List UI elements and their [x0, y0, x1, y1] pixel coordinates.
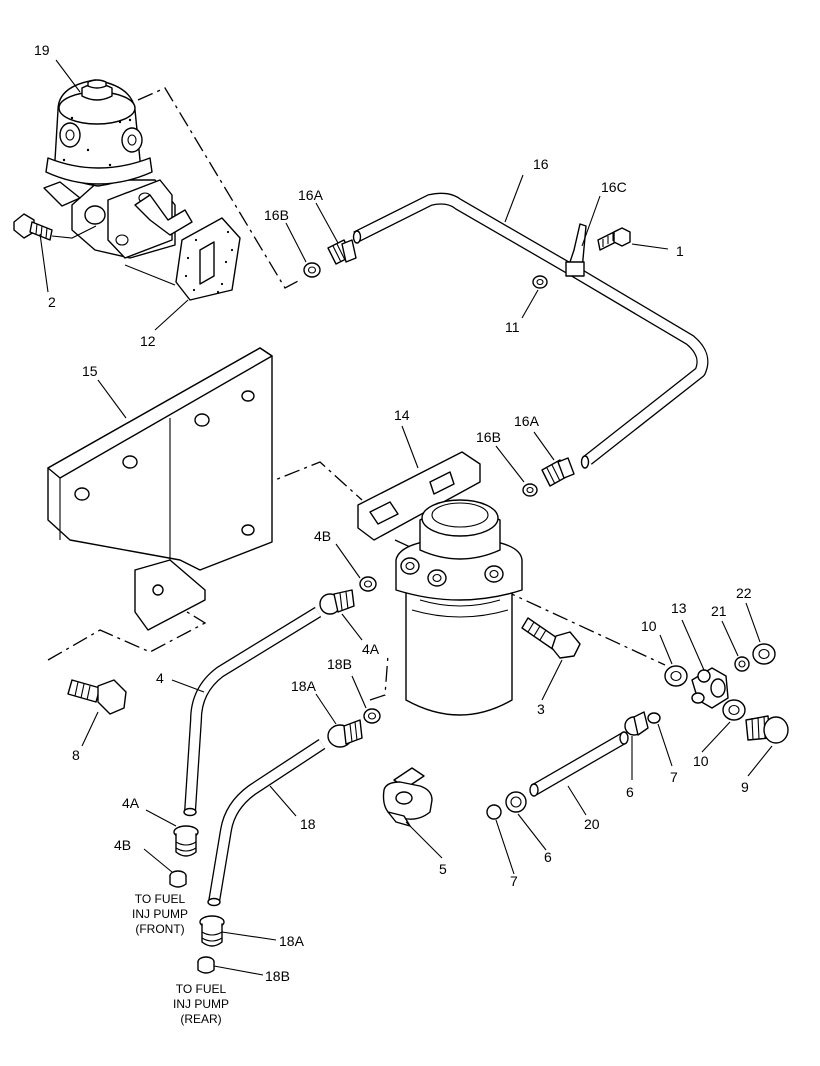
- callout-2: 2: [48, 294, 56, 310]
- callout-5: 5: [439, 861, 447, 877]
- part-2-bolt: [13, 213, 97, 241]
- part-16b-sleeve-mid: [522, 483, 538, 497]
- callout-16: 16: [533, 156, 549, 172]
- callout-12: 12: [140, 333, 156, 349]
- callout-16b: 16B: [264, 207, 289, 223]
- part-16a-fitting-top: [327, 239, 357, 265]
- callout-16c: 16C: [601, 179, 627, 195]
- note-to-fuel-inj-pump-rear: TO FUEL INJ PUMP (REAR): [173, 982, 229, 1026]
- part-13-tee-fitting: [691, 667, 729, 709]
- part-15-mounting-bracket: [47, 347, 273, 631]
- callout-leaders: [39, 59, 773, 976]
- callout-22: 22: [736, 585, 752, 601]
- part-16b-sleeve-top: [303, 262, 321, 278]
- callout-labels: 19 2 12 16 16A 16B 16C 1 11 15 14 16A 16…: [34, 42, 752, 984]
- callout-8: 8: [72, 747, 80, 763]
- note-to-fuel-inj-pump-front: TO FUEL INJ PUMP (FRONT): [132, 892, 188, 936]
- callout-18: 18: [300, 816, 316, 832]
- callout-11: 11: [505, 319, 520, 335]
- callout-16a: 16A: [298, 187, 324, 203]
- callout-20: 20: [584, 816, 600, 832]
- part-11-spacer: [532, 275, 548, 289]
- fuel-transfer-pump: [43, 79, 193, 259]
- part-10-washer-top: [664, 665, 688, 687]
- callout-9: 9: [741, 779, 749, 795]
- callout-7: 7: [510, 873, 518, 889]
- part-10-washer-bottom: [722, 699, 746, 721]
- part-21-washer: [734, 656, 750, 672]
- fuel-filter-assembly: [395, 499, 523, 716]
- note-line: INJ PUMP: [173, 997, 229, 1011]
- note-line: INJ PUMP: [132, 907, 188, 921]
- note-line: (REAR): [180, 1012, 221, 1026]
- part-7-sleeve-top: [647, 712, 661, 724]
- part-4-fuel-tube: [183, 606, 322, 817]
- callout-18b: 18B: [327, 656, 352, 672]
- callout-14: 14: [394, 407, 410, 423]
- part-18a-fitting-bottom: [199, 915, 225, 947]
- part-18a-fitting-top: [327, 719, 363, 748]
- callout-18a: 18A: [291, 678, 317, 694]
- part-18b-sleeve-bottom: [197, 956, 215, 974]
- callout-10: 10: [693, 753, 709, 769]
- part-5-clip: [382, 767, 433, 827]
- callout-21: 21: [711, 603, 727, 619]
- callout-18b: 18B: [265, 968, 290, 984]
- callout-15: 15: [82, 363, 98, 379]
- part-20-fuel-tube: [529, 731, 629, 797]
- callout-19: 19: [34, 42, 50, 58]
- callout-18a: 18A: [279, 933, 305, 949]
- note-line: TO FUEL: [135, 892, 186, 906]
- part-16a-fitting-mid: [541, 457, 575, 487]
- callout-10: 10: [641, 618, 657, 634]
- part-18-fuel-tube: [207, 738, 326, 907]
- part-22-nut: [752, 643, 776, 665]
- callout-4b: 4B: [314, 528, 331, 544]
- part-3-bolt: [521, 617, 581, 659]
- callout-4a: 4A: [122, 795, 140, 811]
- callout-4a: 4A: [362, 641, 380, 657]
- callout-16a: 16A: [514, 413, 540, 429]
- callout-6: 6: [544, 849, 552, 865]
- part-12-gasket: [124, 217, 241, 301]
- part-18b-sleeve-top: [363, 708, 381, 724]
- callout-7: 7: [670, 769, 678, 785]
- callout-4b: 4B: [114, 837, 131, 853]
- callout-6: 6: [626, 784, 634, 800]
- part-14-filter-base-bracket: [357, 451, 481, 541]
- callout-13: 13: [671, 600, 687, 616]
- part-8-bolt: [67, 679, 127, 715]
- callout-1: 1: [676, 243, 684, 259]
- part-1-bolt: [597, 227, 631, 251]
- part-9-banjo-bolt: [745, 715, 789, 744]
- callout-16b: 16B: [476, 429, 501, 445]
- part-4a-fitting-bottom: [173, 825, 199, 857]
- part-6-fitting-bottom: [505, 791, 527, 813]
- note-line: TO FUEL: [176, 982, 227, 996]
- part-16c-clip: [565, 223, 587, 277]
- part-6-fitting-top: [624, 711, 649, 736]
- part-7-sleeve-bottom: [486, 804, 502, 820]
- part-4b-sleeve-top: [359, 576, 377, 592]
- note-line: (FRONT): [135, 922, 184, 936]
- callout-4: 4: [156, 670, 164, 686]
- callout-3: 3: [537, 701, 545, 717]
- part-4a-fitting-top: [319, 589, 355, 615]
- part-4b-sleeve-bottom: [169, 870, 187, 888]
